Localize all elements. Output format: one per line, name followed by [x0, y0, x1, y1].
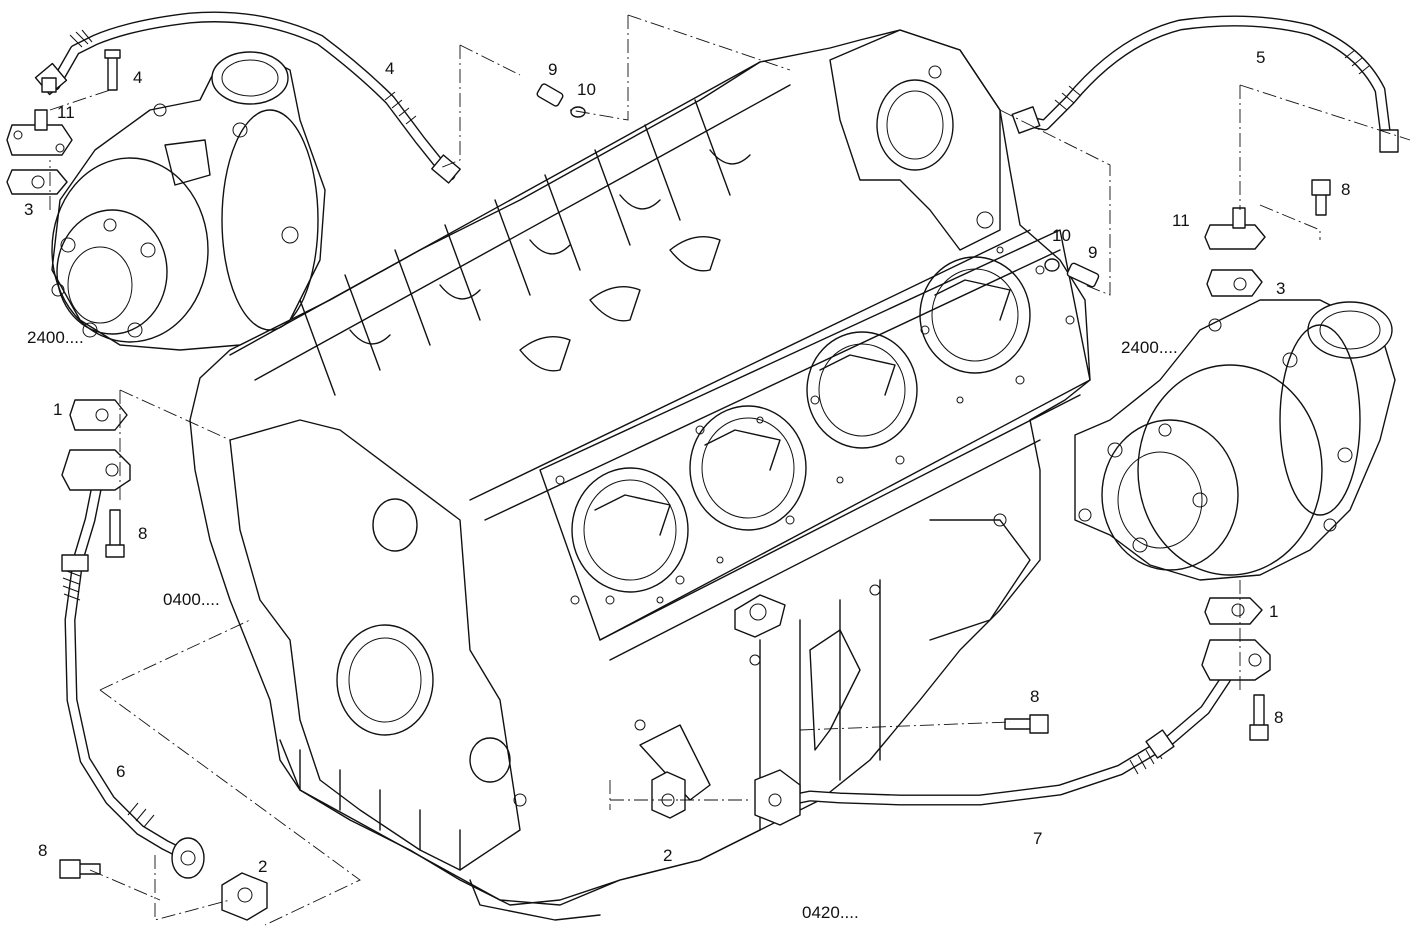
callout-labels: 4 11 3 2400.... 4 9 10 5 8 11 10 9 3 240… [24, 48, 1350, 922]
callout-8-top-right: 8 [1341, 180, 1350, 199]
callout-8-bottom-left: 8 [38, 841, 47, 860]
callout-10-top: 10 [577, 80, 596, 99]
callout-8-left: 8 [138, 524, 147, 543]
callout-3-right: 3 [1276, 279, 1285, 298]
oil-line-5 [1011, 15, 1399, 153]
callout-4-hose: 4 [385, 59, 394, 78]
assembly-leader-lines [49, 14, 1411, 926]
callout-5: 5 [1256, 48, 1265, 67]
callout-11-right: 11 [1172, 211, 1190, 230]
callout-2400-right: 2400.... [1121, 338, 1178, 357]
fittings-and-gaskets [6, 49, 1331, 921]
callout-9-top: 9 [548, 60, 557, 79]
callout-10-right: 10 [1052, 226, 1071, 245]
callout-7: 7 [1033, 829, 1042, 848]
callout-3-left: 3 [24, 200, 33, 219]
callout-1-left: 1 [53, 400, 62, 419]
callout-4: 4 [133, 68, 142, 87]
callout-0420: 0420.... [802, 903, 859, 922]
left-turbocharger [51, 51, 326, 351]
callout-9-right: 9 [1088, 243, 1097, 262]
right-turbocharger [1074, 299, 1396, 581]
callout-1-right: 1 [1269, 602, 1278, 621]
callout-0400: 0400.... [163, 590, 220, 609]
callout-2400-left: 2400.... [27, 328, 84, 347]
callout-8-right-low: 8 [1274, 708, 1283, 727]
cylinder-bores [571, 256, 1031, 593]
engine-block [189, 29, 1091, 921]
callout-2-left: 2 [258, 857, 267, 876]
callout-6: 6 [116, 762, 125, 781]
callout-2-center: 2 [663, 846, 672, 865]
oil-line-6 [61, 449, 205, 879]
oil-line-4 [34, 11, 461, 184]
callout-11-left: 11 [57, 103, 75, 122]
callout-8-right-mid: 8 [1030, 687, 1039, 706]
oil-line-7 [754, 639, 1271, 826]
head-bolt-holes [555, 246, 1075, 605]
